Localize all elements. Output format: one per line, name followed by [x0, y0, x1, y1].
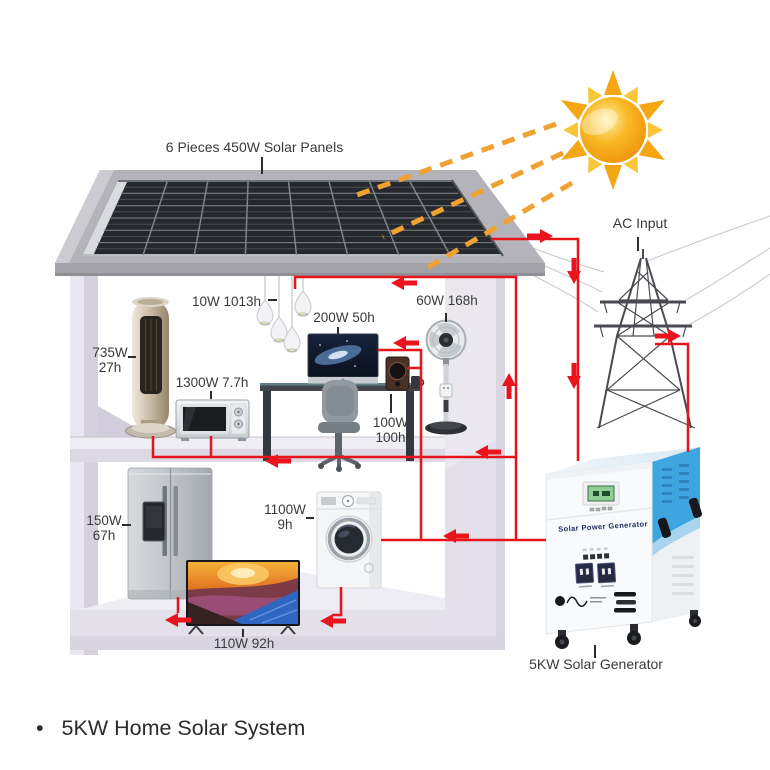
sun-rays: [353, 121, 574, 275]
speaker-watts: 100W: [372, 415, 409, 430]
generator-label: 5KW Solar Generator: [529, 656, 663, 672]
washer-label: 1100W 9h: [260, 502, 310, 532]
label-ticks: [122, 157, 639, 658]
ac-input-label: AC Input: [612, 215, 668, 231]
pendant-lamps-icon: [256, 276, 312, 353]
washer-hours: 9h: [277, 517, 293, 532]
monitor-label: 200W 50h: [313, 310, 375, 325]
lamps-label: 10W 1013h: [192, 294, 262, 309]
tower-fan-hours: 27h: [98, 360, 122, 375]
tower-fan-appliance: [125, 297, 176, 439]
speaker-label: 100W 100h: [367, 415, 414, 445]
sun-icon: [561, 70, 665, 190]
fridge-watts: 150W: [86, 513, 122, 528]
caption: • 5KW Home Solar System: [36, 714, 305, 742]
tv-appliance: [186, 560, 300, 635]
fridge-hours: 67h: [92, 528, 116, 543]
solar-generator: [545, 447, 703, 649]
microwave-label: 1300W 7.7h: [175, 375, 249, 390]
speaker-appliance: [385, 356, 425, 391]
tv-label: 110W 92h: [213, 636, 275, 651]
caption-bullet: •: [36, 716, 44, 740]
washing-machine-appliance: [316, 491, 382, 589]
washer-watts: 1100W: [264, 502, 306, 517]
caption-text: 5KW Home Solar System: [61, 716, 306, 740]
fan-label: 60W 168h: [416, 293, 478, 308]
speaker-hours: 100h: [375, 430, 406, 445]
fridge-label: 150W 67h: [82, 513, 126, 543]
tower-fan-watts: 735W: [92, 345, 128, 360]
microwave-appliance: [175, 399, 250, 441]
tower-fan-label: 735W 27h: [88, 345, 132, 375]
transmission-tower-icon: [594, 249, 696, 429]
solar-panel: [82, 179, 504, 257]
solar-panels-label: 6 Pieces 450W Solar Panels: [165, 139, 344, 155]
power-wires: [151, 237, 690, 617]
